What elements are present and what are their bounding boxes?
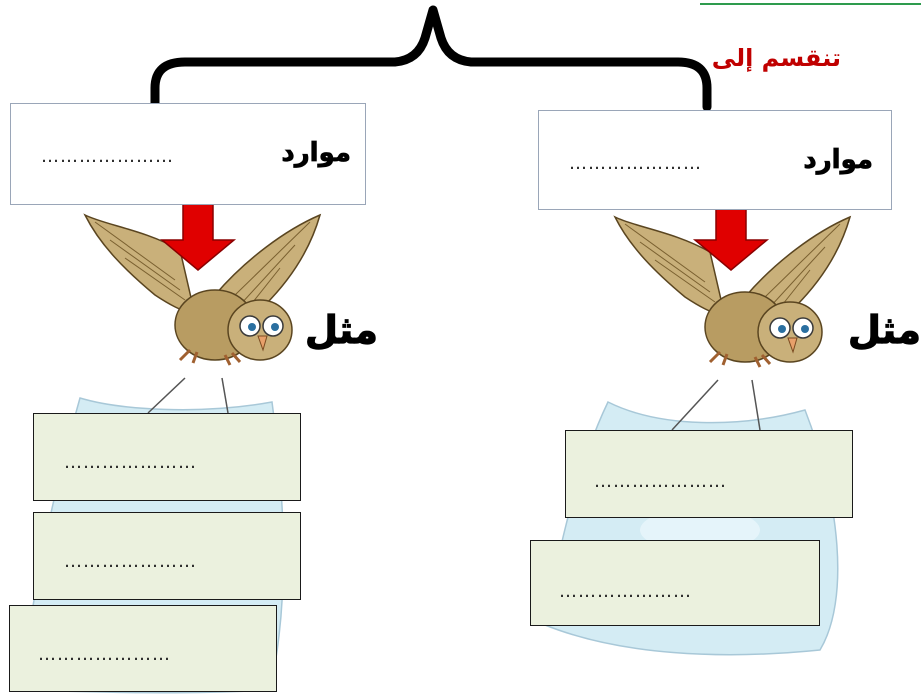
answer-blank[interactable]: ………………… (64, 452, 197, 473)
left-answer-box-2[interactable]: ………………… (33, 512, 301, 600)
divides-into-text: تنقسم إلى (711, 44, 841, 72)
right-answer-box-1[interactable]: ………………… (565, 430, 853, 518)
left-example-label: مثل (304, 307, 378, 352)
left-resource-label: موارد (281, 138, 351, 169)
left-resource-blank[interactable]: ………………… (41, 146, 174, 167)
right-answer-box-2[interactable]: ………………… (530, 540, 820, 626)
left-answer-box-1[interactable]: ………………… (33, 413, 301, 501)
left-resource-box: موارد ………………… (10, 103, 366, 205)
right-resource-blank[interactable]: ………………… (569, 153, 702, 174)
right-resource-label: موارد (803, 145, 873, 176)
answer-blank[interactable]: ………………… (594, 471, 727, 492)
left-answer-box-3[interactable]: ………………… (9, 605, 277, 692)
curly-brace-icon (150, 5, 712, 112)
right-resource-box: موارد ………………… (538, 110, 892, 210)
answer-blank[interactable]: ………………… (64, 551, 197, 572)
answer-blank[interactable]: ………………… (38, 644, 171, 665)
answer-blank[interactable]: ………………… (559, 581, 692, 602)
right-example-label: مثل (847, 307, 921, 352)
